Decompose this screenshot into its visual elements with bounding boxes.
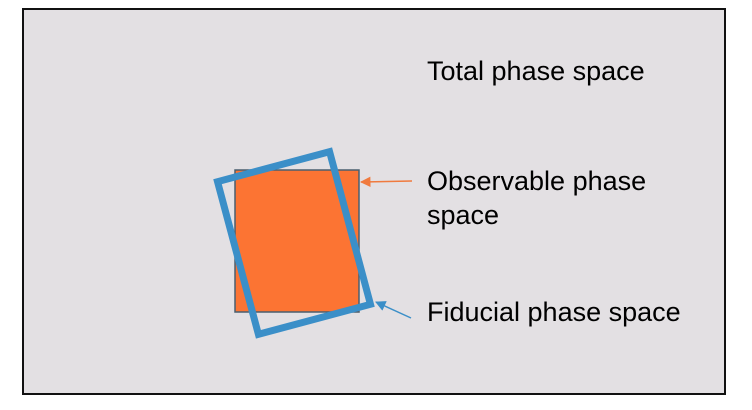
- fiducial-phase-space-label: Fiducial phase space: [427, 297, 681, 327]
- fiducial-phase-space-region: [213, 147, 375, 339]
- fiducial-pointer-arrow: [375, 301, 412, 319]
- diagram-frame: [22, 8, 726, 395]
- observable-label-line-1: Observable phase: [427, 166, 647, 196]
- observable-pointer-arrow: [359, 176, 413, 188]
- total-phase-space-label: Total phase space: [427, 56, 645, 86]
- observable-phase-space-label: Observable phase space: [427, 165, 646, 233]
- observable-label-line-2: space: [427, 199, 500, 230]
